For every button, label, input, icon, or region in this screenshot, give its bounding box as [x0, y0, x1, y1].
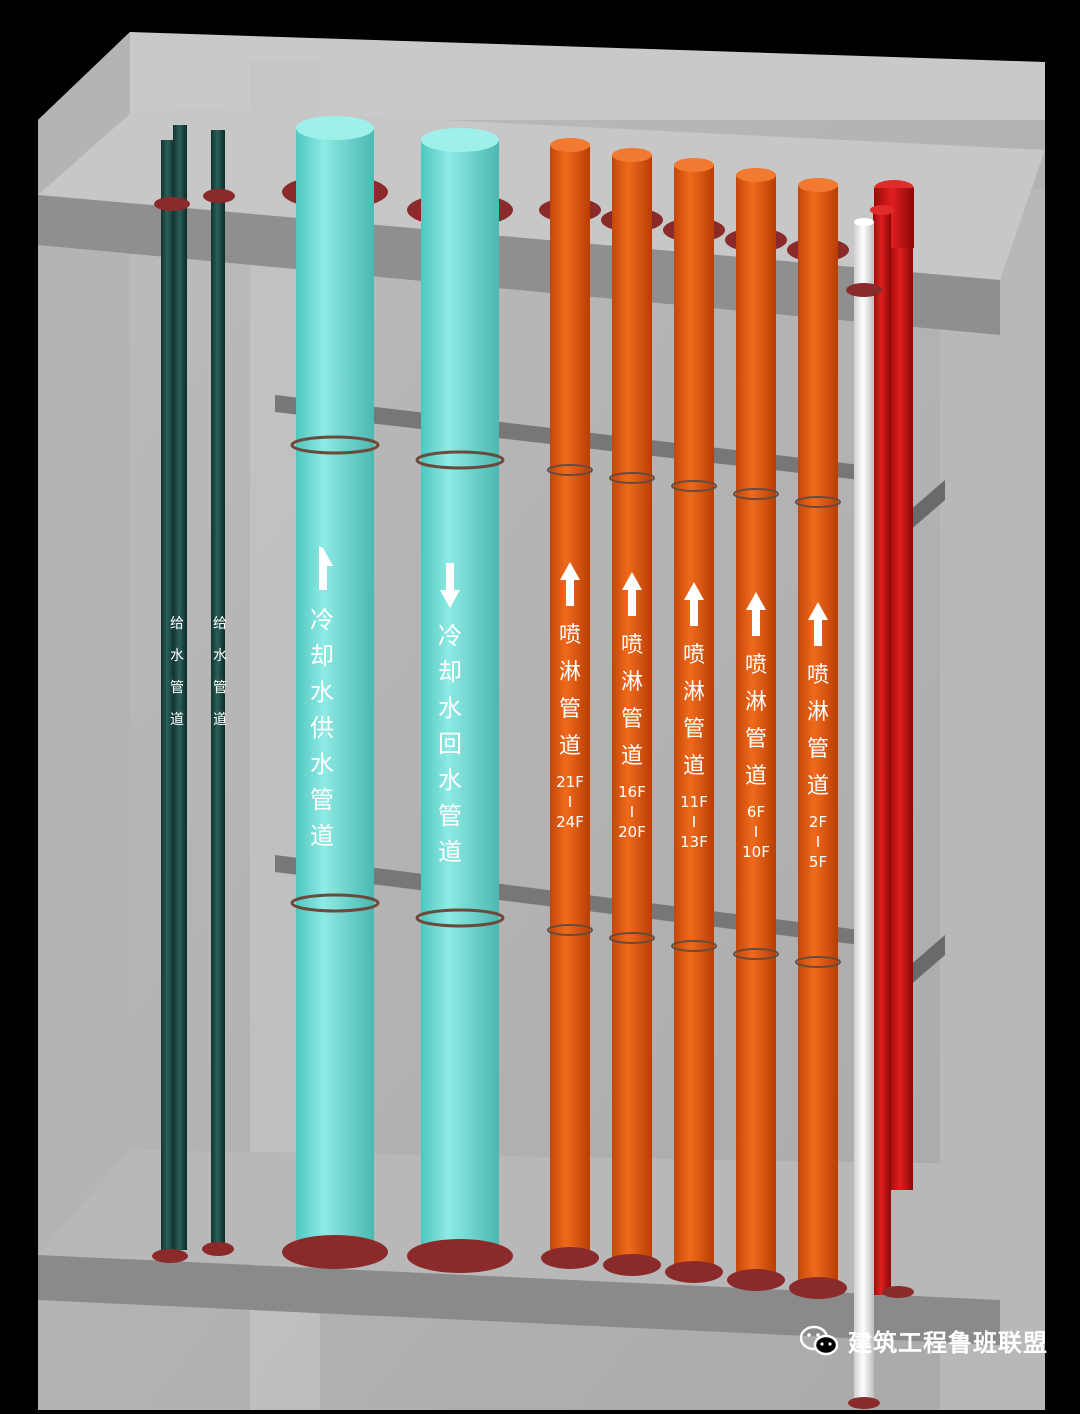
sprinkler-clamp	[733, 488, 779, 500]
small-pipe-label-2: 水	[170, 648, 184, 664]
cooling-return-arrow-icon	[440, 563, 460, 608]
sprinkler-cap	[550, 138, 590, 152]
sprinkler-clamp	[671, 480, 717, 492]
shaft-left-wall	[38, 32, 130, 1300]
small-pipe-a	[161, 140, 175, 1255]
bottom-slab-top	[38, 1150, 1045, 1300]
sprinkler-label: 喷淋管道	[807, 663, 829, 799]
small-pipe-label-7: 管	[213, 680, 227, 696]
arrow-up-icon	[684, 582, 704, 626]
cooling-supply-arrow-icon	[319, 546, 333, 590]
fire-pipe-front	[873, 210, 891, 1295]
small-pipe-c-collar	[203, 189, 235, 203]
small-pipe-label-1: 给	[170, 616, 184, 632]
sprinkler-base-collar	[789, 1277, 847, 1299]
small-water-pipes: 给 水 管 道 给 水 管 道	[152, 125, 235, 1263]
sprinkler-cap	[736, 168, 776, 182]
sprinkler-cap	[798, 178, 838, 192]
sprinkler-body	[612, 155, 652, 1265]
sprinkler-clamp	[609, 932, 655, 944]
small-pipe-label-6: 水	[213, 648, 227, 664]
small-pipe-label-8: 道	[213, 712, 227, 728]
sprinkler-body	[798, 185, 838, 1288]
cooling-return-cap	[421, 128, 499, 152]
cooling-supply-cap	[296, 116, 374, 140]
sprinkler-body	[674, 165, 714, 1272]
cooling-return-label: 冷却水回水管道	[438, 622, 462, 866]
cooling-return-body	[421, 140, 499, 1250]
cooling-return-clamp-upper	[415, 450, 505, 470]
sprinkler-clamp	[733, 948, 779, 960]
sprinkler-label: 喷淋管道	[745, 653, 767, 789]
sprinkler-cap	[674, 158, 714, 172]
sprinkler-label: 喷淋管道	[683, 643, 705, 779]
fire-pipe-front-cap	[870, 205, 894, 215]
cooling-supply-base-collar	[282, 1235, 388, 1269]
sprinkler-clamp	[671, 940, 717, 952]
small-pipe-b	[173, 125, 187, 1250]
sprinkler-body	[736, 175, 776, 1280]
cooling-supply-clamp-lower	[290, 893, 380, 913]
small-pipe-c-base	[202, 1242, 234, 1256]
top-slab-top	[38, 105, 1045, 280]
cooling-supply-pipe: 冷却水供水管道	[282, 116, 388, 1269]
small-pipe-label-5: 给	[213, 616, 227, 632]
wechat-icon	[800, 1325, 838, 1355]
fire-pipe-base	[882, 1286, 914, 1298]
sprinkler-clamp	[795, 956, 841, 968]
small-pipe-a-collar	[154, 197, 190, 211]
arrow-up-icon	[808, 602, 828, 646]
fire-pipe-back	[889, 190, 913, 1190]
watermark-text: 建筑工程鲁班联盟	[848, 1329, 1048, 1357]
sprinkler-label: 喷淋管道	[621, 633, 643, 769]
sprinkler-base-collar	[603, 1254, 661, 1276]
small-pipe-a-base	[152, 1249, 188, 1263]
cooling-supply-label: 冷却水供水管道	[310, 606, 334, 850]
cooling-return-base-collar	[407, 1239, 513, 1273]
small-pipe-c	[211, 130, 225, 1250]
white-pipe-base	[848, 1397, 880, 1409]
fire-pipes	[846, 180, 914, 1409]
sprinkler-base-collar	[727, 1269, 785, 1291]
cooling-supply-body	[296, 128, 374, 1250]
arrow-up-icon	[746, 592, 766, 636]
sprinkler-clamp	[547, 464, 593, 476]
small-pipe-label-3: 管	[170, 680, 184, 696]
sprinkler-cap	[612, 148, 652, 162]
sprinkler-base-collar	[541, 1247, 599, 1269]
arrow-up-icon	[622, 572, 642, 616]
small-pipe-label-4: 道	[170, 712, 184, 728]
bottom-slab-front	[38, 1255, 1000, 1345]
sprinkler-clamp	[795, 496, 841, 508]
sprinkler-label: 喷淋管道	[559, 623, 581, 759]
sprinkler-clamp	[547, 924, 593, 936]
cooling-return-pipe: 冷却水回水管道	[407, 128, 513, 1273]
arrow-up-icon	[560, 562, 580, 606]
sprinkler-clamp	[609, 472, 655, 484]
cooling-supply-clamp-upper	[290, 435, 380, 455]
sprinkler-body	[550, 145, 590, 1258]
watermark: 建筑工程鲁班联盟	[800, 1323, 1048, 1358]
cooling-return-clamp-lower	[415, 908, 505, 928]
white-pipe-cap	[854, 218, 874, 226]
white-pipe-collar	[846, 283, 882, 297]
sprinkler-base-collar	[665, 1261, 723, 1283]
white-pipe	[854, 222, 874, 1402]
